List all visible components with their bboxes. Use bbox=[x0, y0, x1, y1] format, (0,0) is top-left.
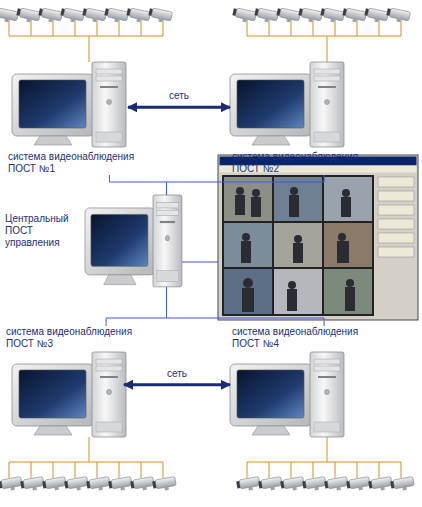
link-line bbox=[167, 175, 325, 195]
link-line bbox=[167, 287, 325, 326]
post-label: система видеонаблюдения ПОСТ №4 bbox=[232, 326, 372, 350]
network-arrow bbox=[128, 106, 230, 109]
computer-icon bbox=[230, 352, 344, 437]
camera-row bbox=[0, 7, 173, 36]
computer-icon bbox=[85, 195, 182, 287]
network-arrow bbox=[124, 383, 230, 386]
post-node: система видеонаблюдения ПОСТ №2 bbox=[230, 62, 342, 175]
computer-icon bbox=[230, 62, 344, 147]
camera-row bbox=[0, 462, 177, 492]
post-node: система видеонаблюдения ПОСТ №1 bbox=[12, 62, 128, 175]
link-line bbox=[106, 287, 166, 326]
post-label: система видеонаблюдения ПОСТ №1 bbox=[8, 151, 148, 175]
computer-icon bbox=[12, 352, 126, 437]
post-label: система видеонаблюдения ПОСТ №2 bbox=[232, 151, 372, 175]
post-label: Центральный ПОСТ управления bbox=[5, 213, 79, 249]
post-node: система видеонаблюдения ПОСТ №3 bbox=[12, 326, 124, 437]
edge-label: сеть bbox=[169, 90, 189, 102]
post-node: система видеонаблюдения ПОСТ №4 bbox=[230, 326, 342, 437]
post-label: система видеонаблюдения ПОСТ №3 bbox=[6, 326, 146, 350]
edge-label: сеть bbox=[167, 368, 187, 380]
link-line bbox=[109, 175, 166, 195]
camera-row bbox=[232, 7, 411, 36]
software-screenshot bbox=[218, 155, 418, 320]
post-node: Центральный ПОСТ управления bbox=[85, 195, 182, 287]
camera-row bbox=[236, 462, 415, 492]
screen-link bbox=[182, 262, 218, 263]
computer-icon bbox=[12, 62, 126, 147]
